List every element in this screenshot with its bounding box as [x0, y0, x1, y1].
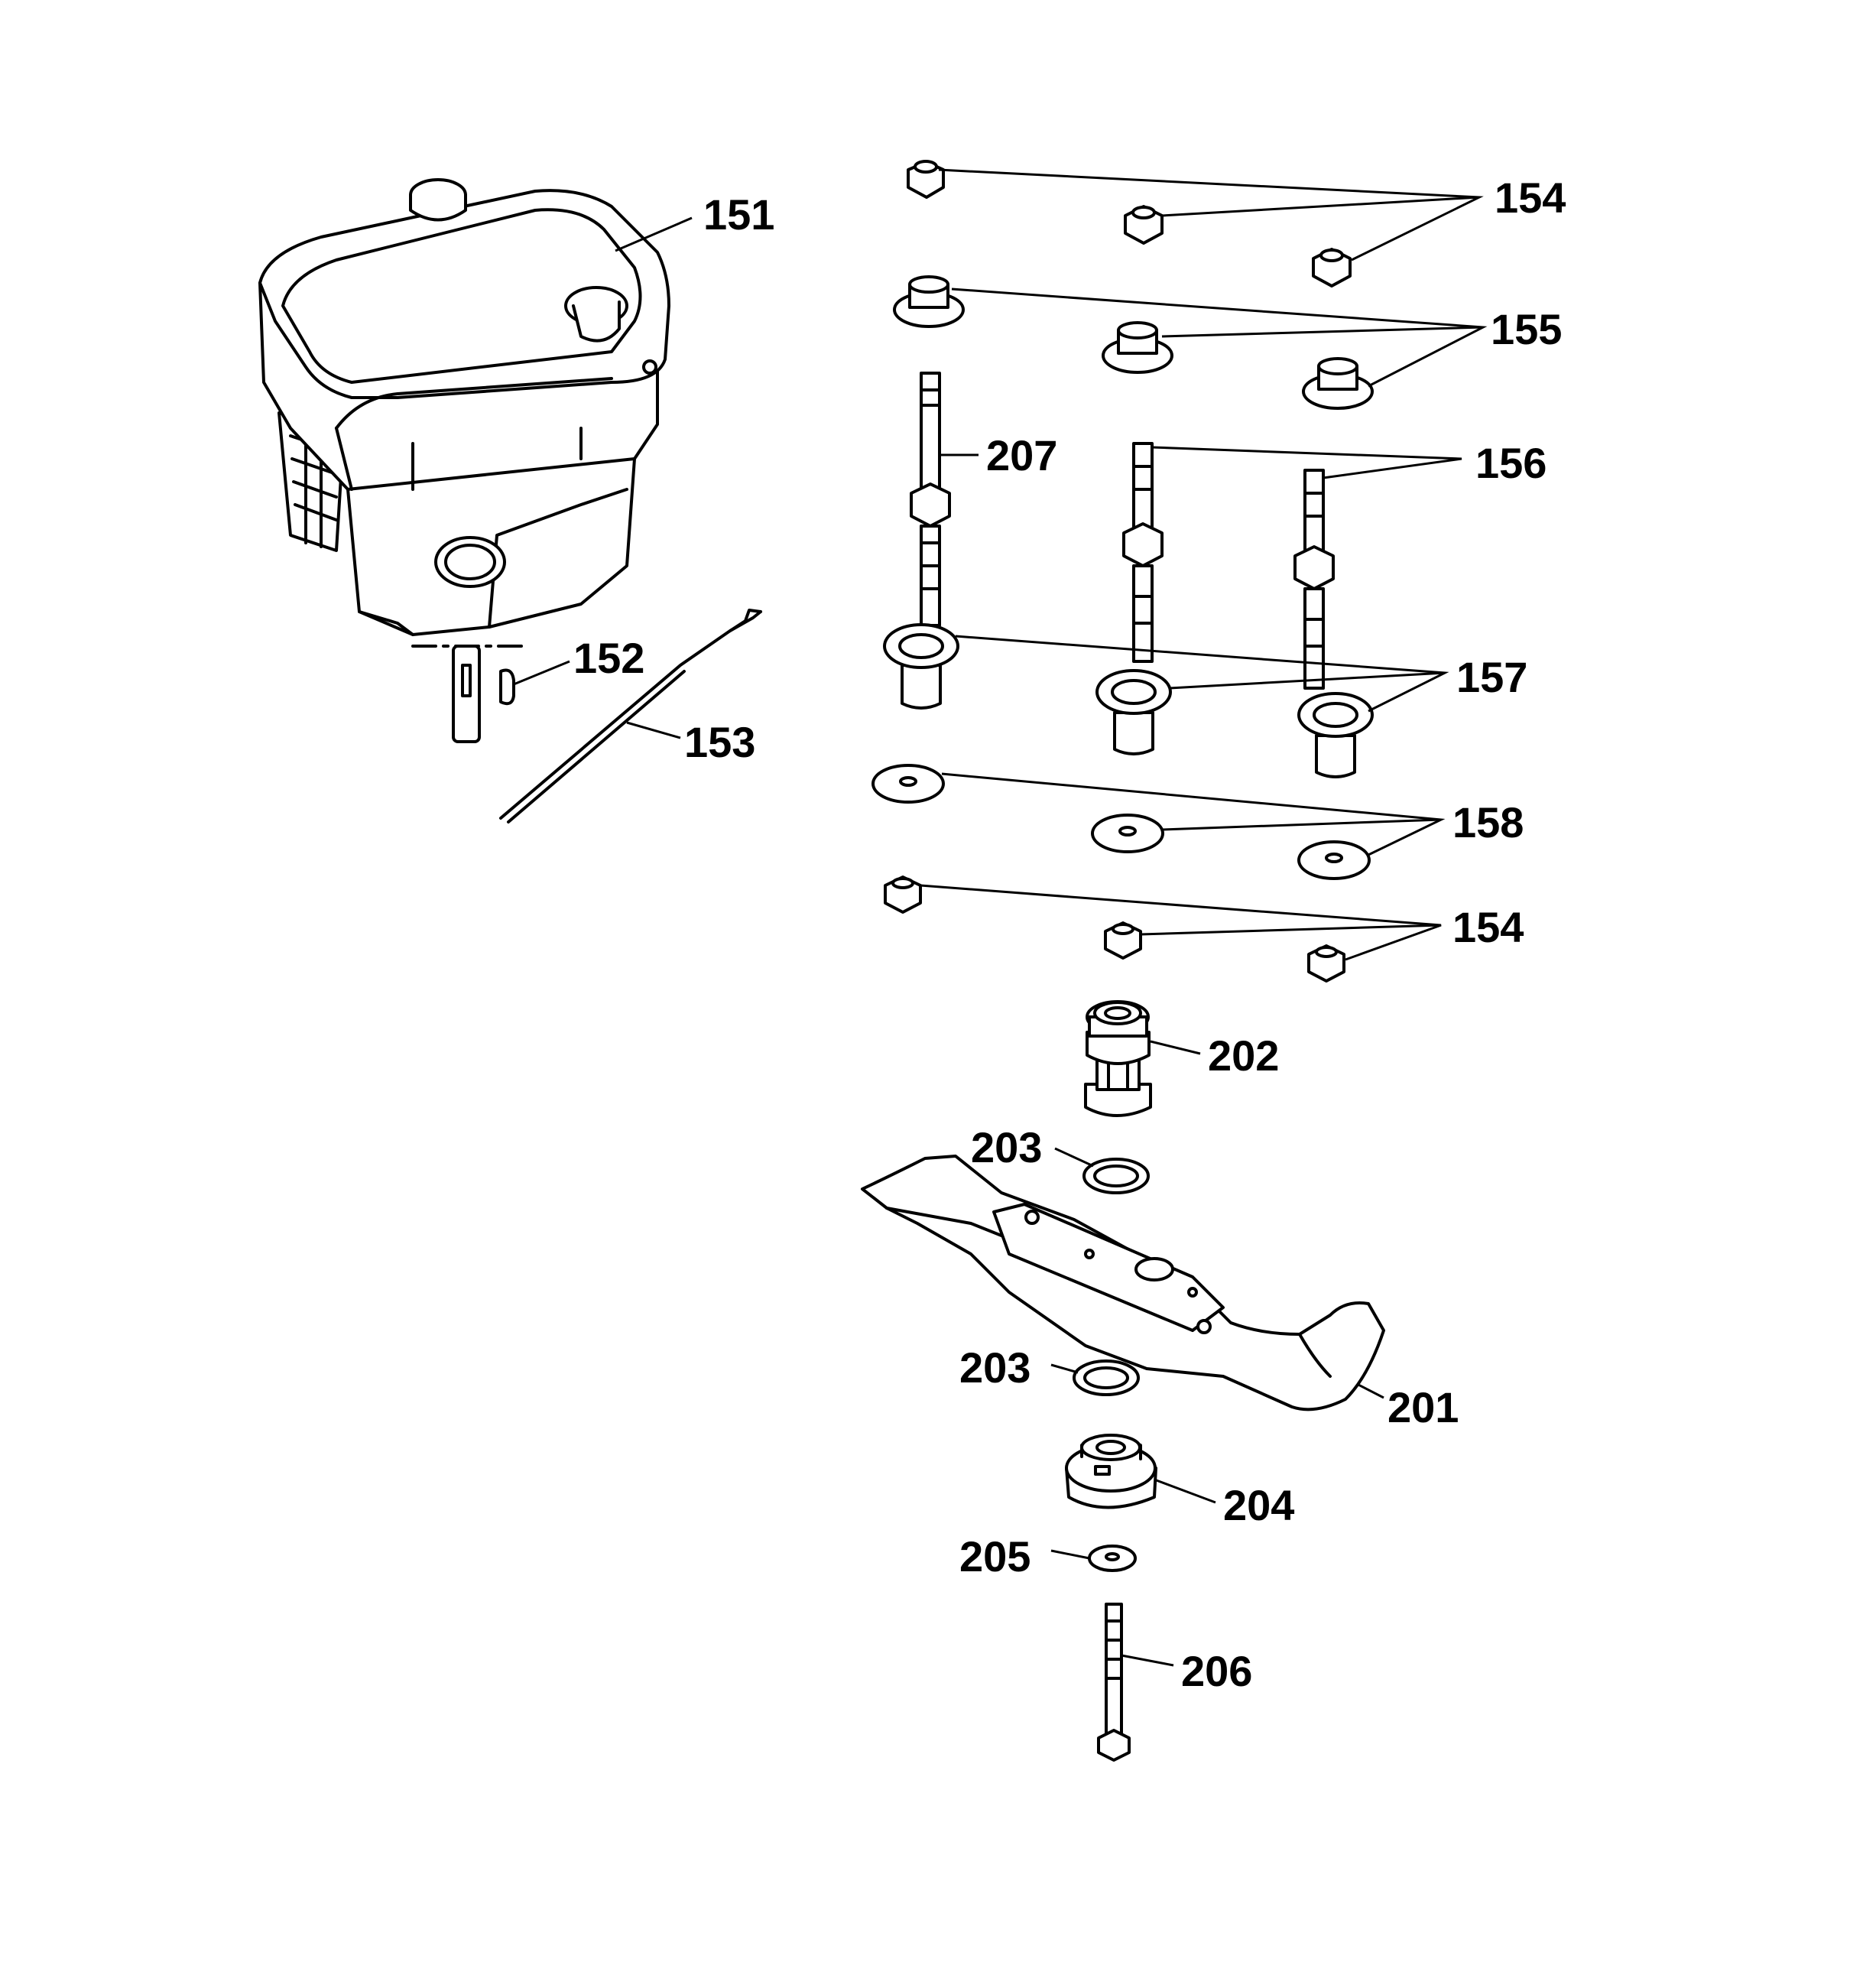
- spacer-155-a: [893, 275, 965, 328]
- leader-151: [615, 216, 693, 252]
- callout-154-top: 154: [1495, 174, 1566, 222]
- callout-203-bottom: 203: [959, 1343, 1031, 1392]
- leader-203-top: [1054, 1147, 1094, 1168]
- spring-washer-203-bottom: [1073, 1359, 1140, 1396]
- washers-158: [871, 764, 1371, 880]
- callout-207: 207: [986, 431, 1057, 479]
- leader-lines: [513, 168, 1488, 1667]
- callout-156: 156: [1475, 439, 1547, 487]
- spacer-155-b: [1102, 321, 1173, 374]
- callout-201: 201: [1388, 1383, 1459, 1431]
- callout-206: 206: [1181, 1647, 1252, 1695]
- leader-206: [1121, 1654, 1174, 1667]
- leader-154-bottom: [920, 884, 1442, 961]
- leader-202: [1150, 1040, 1201, 1055]
- blade-holder-204: [1065, 1434, 1157, 1509]
- bushing-157-a: [883, 623, 959, 710]
- stud-156-b: [1293, 469, 1335, 690]
- washer-158-b: [1091, 814, 1164, 853]
- hex-bolt-206: [1097, 1603, 1131, 1762]
- callout-204: 204: [1223, 1481, 1294, 1529]
- woodruff-key-152: [411, 645, 529, 743]
- leader-158-b: [1161, 818, 1442, 831]
- callout-158: 158: [1452, 798, 1524, 846]
- leader-157-b: [1169, 671, 1446, 690]
- callout-203-top: 203: [971, 1123, 1042, 1171]
- stud-bolt-207: [910, 372, 951, 627]
- bushing-157-c: [1297, 692, 1374, 778]
- leader-155: [951, 287, 1488, 388]
- bushing-157-b: [1095, 669, 1172, 755]
- leader-205: [1050, 1549, 1090, 1560]
- nut-154-e: [1104, 921, 1142, 960]
- leader-158: [941, 772, 1446, 856]
- nut-154-d: [884, 875, 922, 914]
- stud-bolts-156: [1122, 442, 1335, 690]
- washer-158-a: [871, 764, 945, 804]
- mower-blade-201: [861, 1155, 1385, 1411]
- callout-157: 157: [1456, 653, 1527, 701]
- cable-153: [499, 609, 762, 823]
- washer-158-c: [1297, 840, 1371, 880]
- nut-154-c: [1312, 248, 1352, 287]
- leader-154-top: [938, 168, 1484, 261]
- leader-203-bottom: [1050, 1363, 1079, 1374]
- callout-152: 152: [573, 634, 644, 682]
- leader-154-top-b: [1161, 196, 1480, 217]
- spring-washer-203-top: [1082, 1158, 1150, 1194]
- blade-adapter-202: [1084, 1000, 1152, 1117]
- leader-156: [1151, 446, 1462, 479]
- stud-156-a: [1122, 442, 1164, 663]
- nuts-154-bottom: [884, 875, 1345, 983]
- nut-154-a: [907, 160, 945, 199]
- leader-153: [626, 721, 681, 739]
- nuts-154-top: [907, 160, 1352, 287]
- engine-151: [258, 178, 670, 636]
- leader-157: [955, 635, 1449, 713]
- leader-201: [1356, 1382, 1384, 1399]
- callout-155: 155: [1491, 305, 1562, 353]
- nut-154-b: [1124, 205, 1164, 245]
- callout-151: 151: [703, 190, 774, 239]
- callout-154-bottom: 154: [1452, 903, 1524, 951]
- leader-152: [513, 660, 570, 686]
- leader-155-b: [1161, 326, 1484, 338]
- leader-204: [1154, 1478, 1216, 1504]
- bushings-157: [883, 623, 1374, 778]
- callout-205: 205: [959, 1532, 1031, 1580]
- callout-202: 202: [1208, 1031, 1279, 1080]
- nut-154-f: [1307, 944, 1345, 983]
- spacer-155-c: [1302, 357, 1374, 410]
- washer-205: [1088, 1545, 1137, 1572]
- spacers-155: [893, 275, 1374, 410]
- leader-154-bottom-b: [1140, 924, 1442, 936]
- callout-153: 153: [684, 718, 755, 766]
